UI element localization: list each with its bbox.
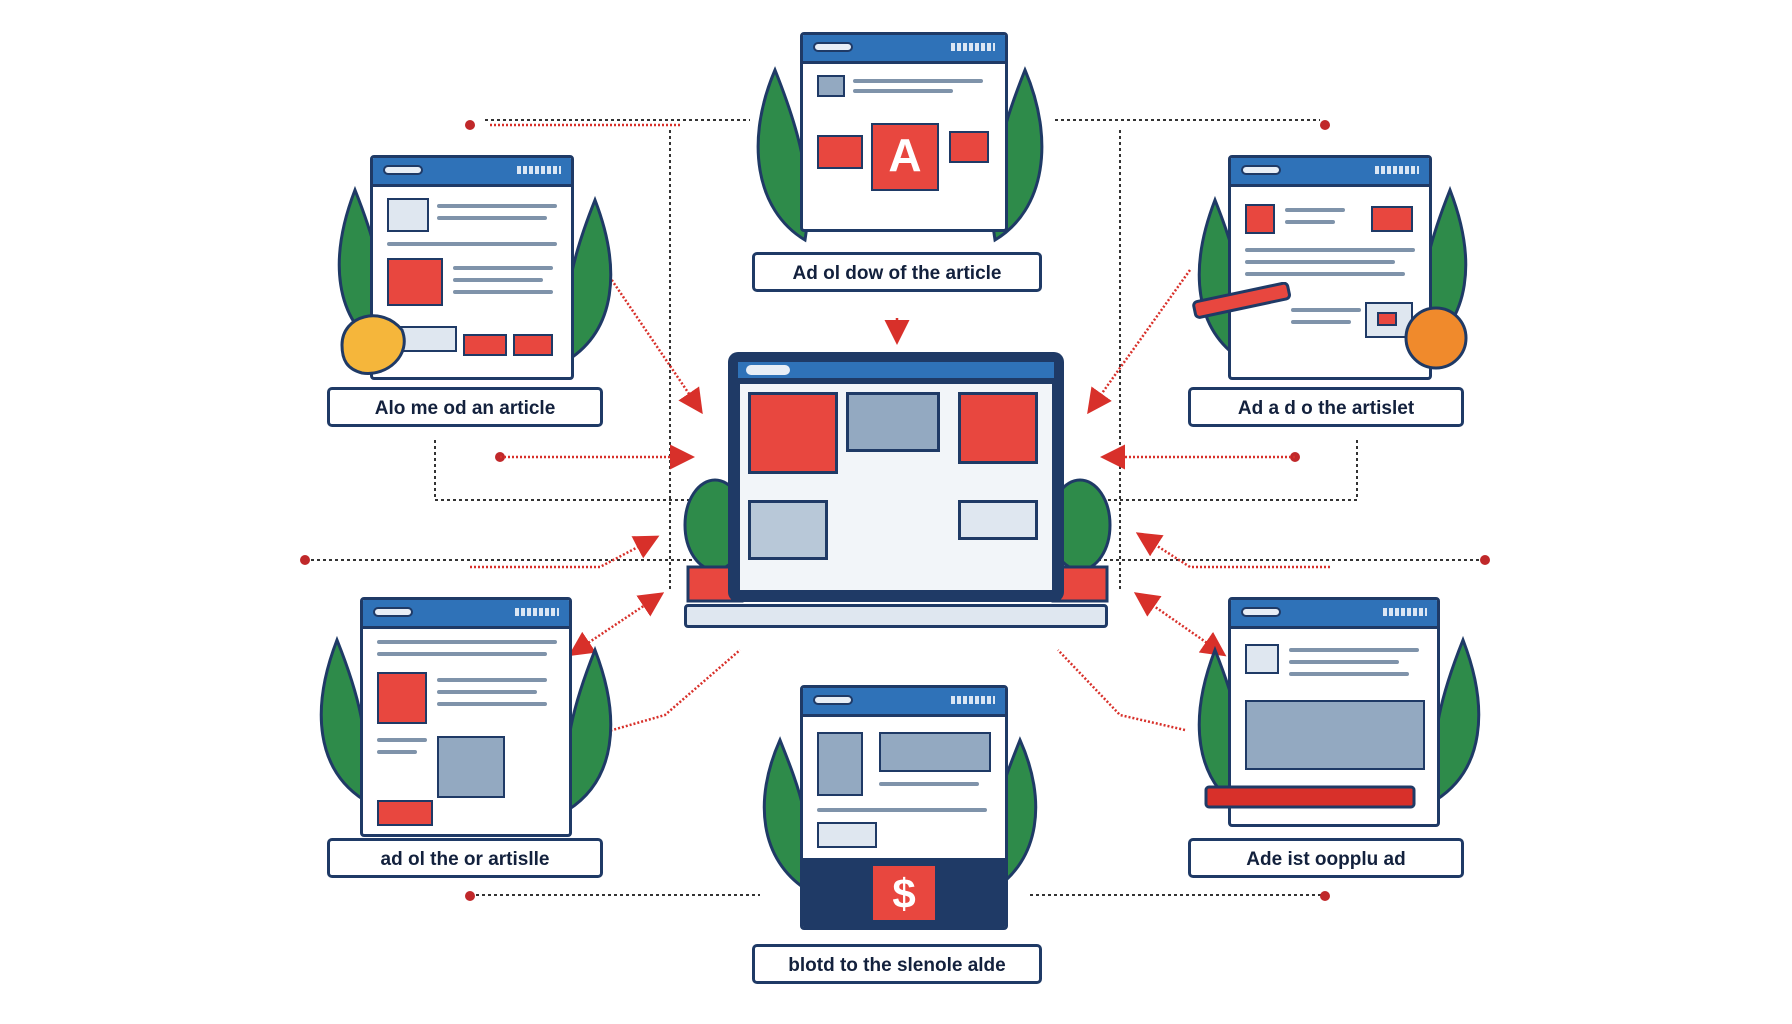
browser-card-bottom: $ bbox=[800, 685, 1008, 930]
pencil-icon bbox=[1192, 282, 1291, 319]
image-block bbox=[817, 75, 845, 97]
lemon-icon bbox=[340, 314, 406, 375]
browser-card-top: A bbox=[800, 32, 1008, 232]
browser-title-bar bbox=[803, 35, 1005, 64]
image-block bbox=[1245, 644, 1279, 674]
bench-icon bbox=[1204, 785, 1416, 809]
image-block bbox=[817, 732, 863, 796]
label-upper-right: Ad a d o the artislet bbox=[1188, 387, 1464, 427]
laptop-base bbox=[684, 604, 1108, 628]
laptop-title-bar bbox=[738, 362, 1054, 378]
ad-block bbox=[1245, 204, 1275, 234]
laptop bbox=[728, 352, 1064, 602]
label-bottom: blotd to the slenole alde bbox=[752, 944, 1042, 984]
label-lower-left: ad ol the or artislle bbox=[327, 838, 603, 878]
ad-block bbox=[949, 131, 989, 163]
terminal-dot bbox=[465, 891, 475, 901]
label-upper-left: Alo me od an article bbox=[327, 387, 603, 427]
ad-block bbox=[1377, 312, 1397, 326]
terminal-dot bbox=[300, 555, 310, 565]
ad-tile bbox=[748, 392, 838, 474]
image-tile bbox=[748, 500, 828, 560]
image-block bbox=[1245, 700, 1425, 770]
terminal-dot bbox=[1320, 891, 1330, 901]
ad-badge-bottom: $ bbox=[871, 864, 937, 922]
laptop-screen bbox=[740, 384, 1052, 590]
ad-block bbox=[513, 334, 553, 356]
orange-icon bbox=[1404, 306, 1468, 370]
dashed-frame-lines bbox=[305, 119, 1485, 896]
dollar-sign-icon: $ bbox=[892, 870, 916, 917]
terminal-dot bbox=[1480, 555, 1490, 565]
image-block bbox=[387, 198, 429, 232]
ad-block bbox=[377, 800, 433, 826]
image-block bbox=[437, 736, 505, 798]
image-block bbox=[817, 822, 877, 848]
browser-card-upper-right bbox=[1228, 155, 1432, 380]
image-block bbox=[879, 732, 991, 772]
ad-block bbox=[377, 672, 427, 724]
ad-block bbox=[817, 135, 863, 169]
label-top: Ad ol dow of the article bbox=[752, 252, 1042, 292]
terminal-dot bbox=[465, 120, 475, 130]
image-tile bbox=[958, 500, 1038, 540]
ad-block bbox=[387, 258, 443, 306]
red-arrows bbox=[470, 123, 1330, 737]
ad-badge-top: A bbox=[871, 123, 939, 191]
ad-block bbox=[1371, 206, 1413, 232]
image-tile bbox=[846, 392, 940, 452]
ad-badge-letter: A bbox=[888, 129, 922, 181]
terminal-dot bbox=[1320, 120, 1330, 130]
label-lower-right: Ade ist oopplu ad bbox=[1188, 838, 1464, 878]
ad-tile bbox=[958, 392, 1038, 464]
browser-card-lower-left bbox=[360, 597, 572, 837]
ad-block bbox=[463, 334, 507, 356]
